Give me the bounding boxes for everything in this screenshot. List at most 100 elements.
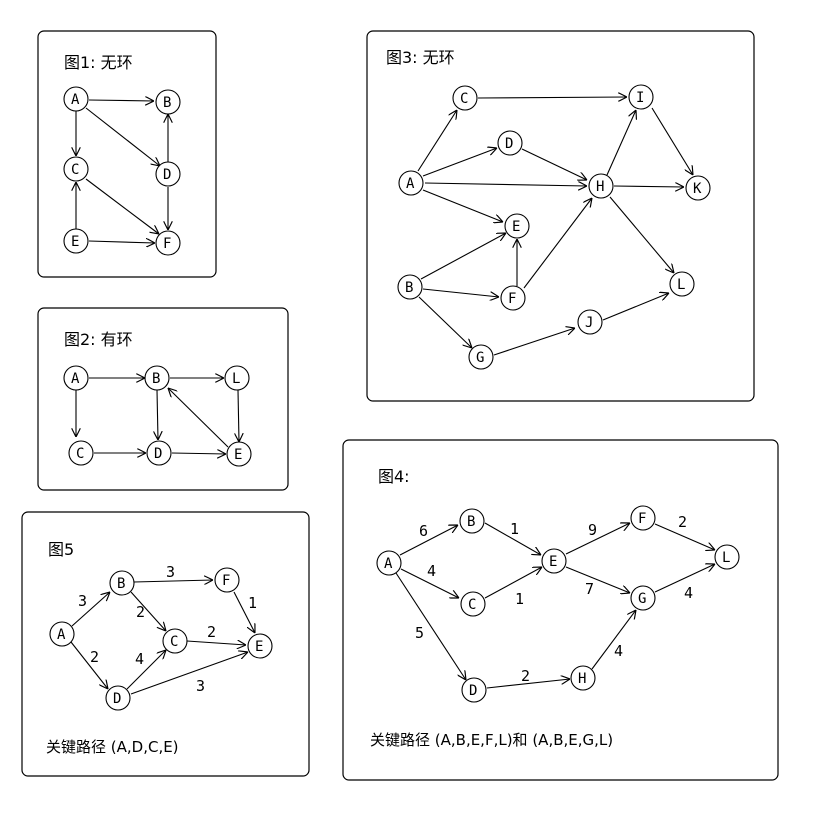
figure-3-frame (366, 30, 755, 402)
weight-A-B: 3 (78, 592, 87, 610)
edge-F-E (233, 591, 255, 633)
node-B: B (109, 570, 135, 596)
edge-B-C (130, 591, 166, 631)
node-G: G (630, 585, 656, 611)
edge-J-L (602, 293, 669, 321)
node-C: C (460, 591, 486, 617)
edge-B-E (484, 522, 541, 555)
svg-text:G: G (638, 591, 646, 607)
node-A: A (398, 170, 424, 196)
edge-A-D (70, 641, 108, 689)
node-D: D (146, 440, 172, 466)
edge-H-K (613, 186, 684, 187)
svg-text:F: F (638, 511, 646, 527)
weight-B-F: 3 (166, 563, 175, 581)
figure-5-critical-path: 关键路径 (A,D,C,E) (46, 738, 179, 756)
node-H: H (588, 173, 614, 199)
edge-D-H (521, 148, 587, 180)
edge-A-C (417, 110, 457, 172)
node-B: B (397, 274, 423, 300)
weight-A-C: 4 (427, 562, 436, 580)
svg-text:B: B (152, 371, 160, 387)
edge-A-B (88, 100, 154, 101)
weight-F-L: 2 (678, 513, 687, 531)
node-F: F (630, 505, 656, 531)
node-A: A (376, 550, 402, 576)
node-F: F (214, 567, 240, 593)
node-I: I (628, 84, 654, 110)
node-E: E (247, 633, 273, 659)
node-L: L (224, 365, 250, 391)
figure-3-edges (417, 97, 693, 356)
edge-B-E (420, 233, 506, 280)
edge-D-E (171, 453, 226, 454)
edge-F-H (523, 198, 592, 289)
figure-5-title: 图5 (48, 540, 74, 559)
edge-L-E (238, 389, 239, 442)
svg-text:L: L (232, 371, 240, 387)
figure-3-title: 图3: 无环 (386, 48, 455, 67)
node-H: H (570, 665, 596, 691)
edge-A-D (85, 107, 160, 166)
node-C: C (63, 156, 89, 182)
node-A: A (63, 86, 89, 112)
svg-text:L: L (677, 277, 685, 293)
weight-A-D: 2 (90, 648, 99, 666)
figure-5-weights: 3 2 3 2 4 2 1 3 (78, 563, 257, 695)
node-D: D (497, 130, 523, 156)
figure-4-title: 图4: (378, 467, 410, 486)
svg-text:B: B (117, 576, 125, 592)
edge-C-I (477, 97, 627, 98)
svg-text:D: D (163, 167, 171, 183)
edge-A-E (422, 189, 503, 222)
svg-text:E: E (512, 219, 520, 235)
figure-5-edges (70, 580, 255, 695)
node-D: D (461, 677, 487, 703)
edge-H-I (606, 110, 636, 176)
svg-text:B: B (163, 95, 171, 111)
node-B: B (459, 508, 485, 534)
figure-4-panel: 图4: 6 4 5 1 1 2 9 7 2 4 4 A B (342, 439, 779, 781)
edge-B-G (418, 296, 472, 348)
node-E: E (504, 213, 530, 239)
weight-H-G: 4 (614, 642, 623, 660)
weight-D-C: 4 (135, 650, 144, 668)
node-E: E (541, 548, 567, 574)
edge-A-B (399, 525, 458, 556)
edge-A-B (71, 592, 110, 627)
svg-text:F: F (222, 573, 230, 589)
svg-text:E: E (234, 447, 242, 463)
edge-E-G (565, 566, 630, 593)
edge-C-F (85, 178, 159, 234)
edge-F-L (654, 523, 715, 550)
edge-B-F (422, 288, 499, 297)
svg-text:C: C (71, 162, 79, 178)
svg-text:E: E (71, 234, 79, 250)
weight-F-E: 1 (248, 594, 257, 612)
figure-4-weights: 6 4 5 1 1 2 9 7 2 4 4 (415, 513, 693, 685)
svg-text:H: H (578, 671, 586, 687)
edge-D-E (130, 652, 248, 695)
svg-text:E: E (255, 639, 263, 655)
node-J: J (577, 309, 603, 335)
weight-C-E: 1 (515, 590, 524, 608)
edge-G-J (493, 328, 575, 356)
svg-text:F: F (508, 291, 516, 307)
weight-D-H: 2 (521, 667, 530, 685)
node-L: L (714, 544, 740, 570)
node-C: C (452, 85, 478, 111)
node-G: G (468, 344, 494, 370)
edge-A-D (422, 148, 497, 177)
svg-text:G: G (476, 350, 484, 366)
svg-text:C: C (468, 597, 476, 613)
edge-H-L (609, 196, 674, 273)
weight-C-E: 2 (207, 623, 216, 641)
figure-2-panel: 图2: 有环 A B L C D E (37, 307, 289, 491)
edge-H-G (591, 610, 636, 670)
node-B: B (144, 365, 170, 391)
svg-text:A: A (57, 627, 66, 643)
svg-text:K: K (693, 181, 702, 197)
node-F: F (500, 285, 526, 311)
node-A: A (63, 365, 89, 391)
svg-text:D: D (154, 446, 162, 462)
